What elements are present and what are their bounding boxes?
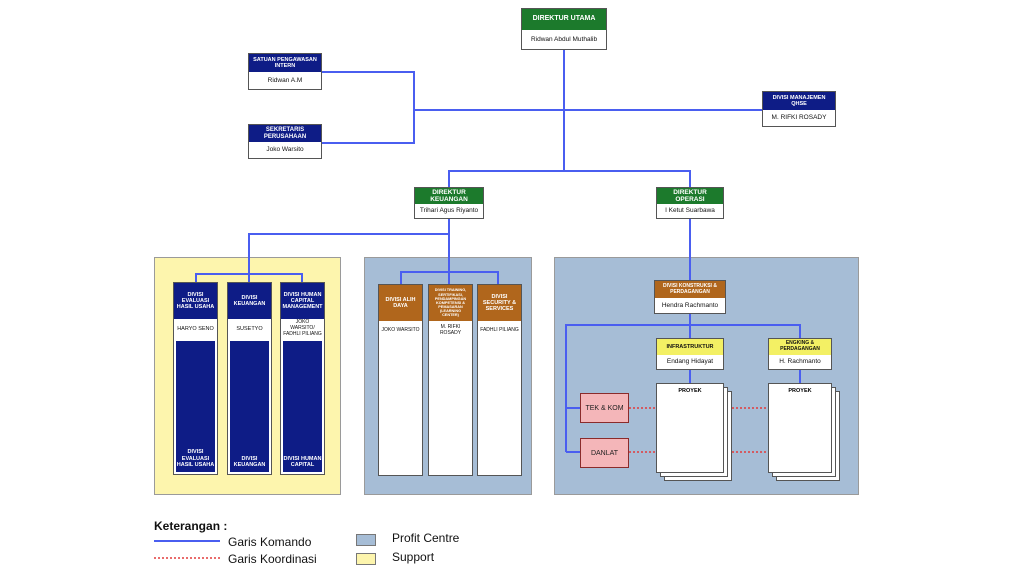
division-column: DIVISI HUMAN CAPITAL — [283, 341, 322, 472]
danlat-box: DANLAT — [580, 438, 629, 468]
sub-unit-engking: ENGKING & PERDAGANGAN H. Rachmanto — [768, 338, 832, 370]
legend-profit-label: Profit Centre — [392, 531, 460, 545]
division-head: M. RIFKI ROSADY — [439, 324, 462, 336]
person-name: Trihari Agus Riyanto — [419, 207, 479, 215]
unit-title: INFRASTRUKTUR — [657, 339, 723, 355]
division-title: DIVISI KONSTRUKSI & PERDAGANGAN — [655, 281, 725, 298]
legend-title: Keterangan : — [154, 519, 228, 533]
person-name: Joko Warsito — [266, 146, 304, 154]
direktur-utama-box: DIREKTUR UTAMA Ridwan Abdul Muthalib — [521, 8, 607, 50]
division-title: DIVISI ALIH DAYA — [379, 285, 422, 321]
profit-division-2: DIVISI TRAINING, SERTIFIKASI, PENDAMPING… — [428, 284, 473, 476]
position-title: DIVISI MANAJEMEN QHSE — [763, 92, 835, 110]
division-column: DIVISI EVALUASI HASIL USAHA — [176, 341, 215, 472]
legend-coordination-label: Garis Koordinasi — [228, 552, 317, 566]
division-head: Hendra Rachmanto — [661, 301, 719, 309]
project-card-infrastruktur: PROYEK — [656, 383, 724, 473]
direktur-operasi-box: DIREKTUR OPERASI I Ketut Suarbawa — [656, 187, 724, 219]
profit-division-1: DIVISI ALIH DAYA JOKO WARSITO — [378, 284, 423, 476]
person-name: M. RIFKI ROSADY — [771, 114, 827, 122]
division-head: SUSETYO — [236, 325, 263, 332]
division-head: JOKO WARSITO — [381, 327, 420, 334]
person-name: Ridwan Abdul Muthalib — [530, 35, 598, 43]
position-title: SATUAN PENGAWASAN INTERN — [249, 54, 321, 72]
unit-head: H. Rachmanto — [779, 358, 821, 366]
support-division-2: DIVISI KEUANGAN SUSETYO DIVISI KEUANGAN — [227, 282, 272, 475]
division-title: DIVISI EVALUASI HASIL USAHA — [174, 283, 217, 319]
column-label: DIVISI HUMAN CAPITAL — [283, 455, 322, 469]
divisi-konstruksi-box: DIVISI KONSTRUKSI & PERDAGANGAN Hendra R… — [654, 280, 726, 314]
qhse-box: DIVISI MANAJEMEN QHSE M. RIFKI ROSADY — [762, 91, 836, 127]
legend-support-swatch — [356, 553, 376, 565]
division-column: DIVISI KEUANGAN — [230, 341, 269, 472]
unit-head: Endang Hidayat — [666, 358, 714, 366]
person-name: I Ketut Suarbawa — [665, 207, 715, 215]
support-division-1: DIVISI EVALUASI HASIL USAHA HARYO SENO D… — [173, 282, 218, 475]
position-title: DIREKTUR KEUANGAN — [415, 188, 483, 204]
command-line — [448, 170, 691, 187]
position-title: DIREKTUR UTAMA — [522, 9, 606, 30]
division-title: DIVISI KEUANGAN — [228, 283, 271, 319]
direktur-keuangan-box: DIREKTUR KEUANGAN Trihari Agus Riyanto — [414, 187, 484, 219]
sub-unit-infrastruktur: INFRASTRUKTUR Endang Hidayat — [656, 338, 724, 370]
column-label: DIVISI EVALUASI HASIL USAHA — [176, 449, 215, 469]
position-title: DIREKTUR OPERASI — [657, 188, 723, 204]
sekretaris-box: SEKRETARIS PERUSAHAAN Joko Warsito — [248, 124, 322, 159]
support-division-3: DIVISI HUMAN CAPITAL MANAGEMENT JOKO WAR… — [280, 282, 325, 475]
column-label: DIVISI KEUANGAN — [233, 455, 266, 469]
command-line — [322, 71, 415, 144]
division-head: HARYO SENO — [177, 325, 214, 332]
position-title: SEKRETARIS PERUSAHAAN — [249, 125, 321, 142]
division-head: FADHLI PILIANG — [480, 327, 519, 334]
division-title: DIVISI SECURITY & SERVICES — [478, 285, 521, 321]
legend-profit-swatch — [356, 534, 376, 546]
division-title: DIVISI TRAINING, SERTIFIKASI, PENDAMPING… — [429, 285, 472, 321]
legend-command-label: Garis Komando — [228, 535, 312, 549]
unit-title: ENGKING & PERDAGANGAN — [769, 339, 831, 355]
command-line — [248, 219, 450, 257]
person-name: Ridwan A.M — [267, 76, 303, 84]
project-label: PROYEK — [678, 388, 702, 394]
project-label: PROYEK — [788, 388, 812, 394]
profit-division-3: DIVISI SECURITY & SERVICES FADHLI PILIAN… — [477, 284, 522, 476]
spi-box: SATUAN PENGAWASAN INTERN Ridwan A.M — [248, 53, 322, 90]
legend-lines — [154, 540, 220, 559]
project-card-engking: PROYEK — [768, 383, 832, 473]
division-title: DIVISI HUMAN CAPITAL MANAGEMENT — [281, 283, 324, 319]
legend-support-label: Support — [392, 550, 435, 564]
division-head: JOKO WARSITO/ FADHLI PILIANG — [283, 319, 322, 337]
tek-kom-box: TEK & KOM — [580, 393, 629, 423]
